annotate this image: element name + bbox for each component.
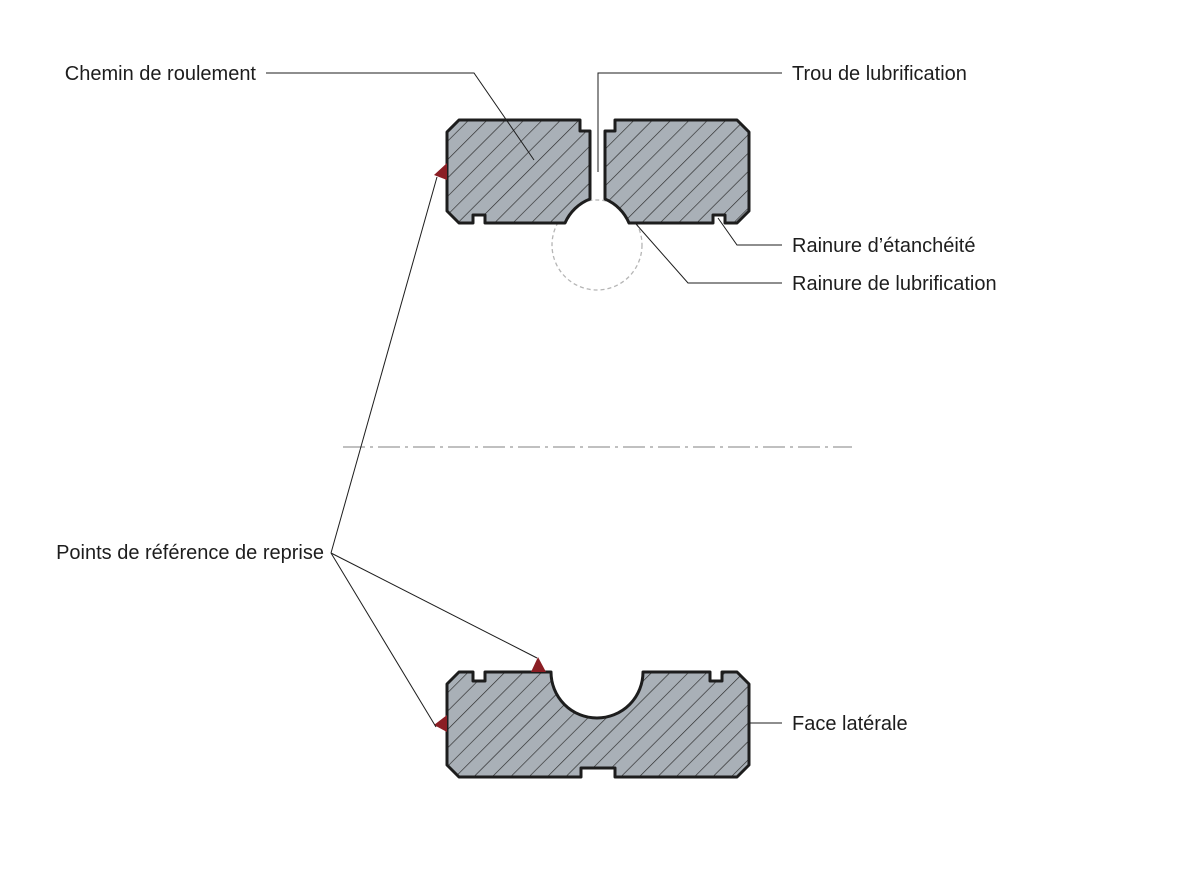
lower-section xyxy=(445,670,751,779)
leader-datum-lower-top xyxy=(330,552,538,659)
upper-section-left-half xyxy=(445,118,592,225)
label-side-face: Face latérale xyxy=(792,713,908,735)
datum-marker-lower-side xyxy=(434,715,447,732)
leader-lube-groove xyxy=(635,223,782,284)
leader-datum-lower-side xyxy=(330,552,437,728)
ball-phantom-outline xyxy=(551,199,643,291)
upper-section-right-half xyxy=(603,118,751,225)
label-seal-groove: Rainure d’étanchéité xyxy=(792,235,975,257)
datum-marker-lower-top xyxy=(531,657,546,672)
label-datum-points: Points de référence de reprise xyxy=(56,542,324,564)
leader-lube-hole xyxy=(597,72,782,172)
label-raceway: Chemin de roulement xyxy=(65,63,257,85)
label-lube-groove: Rainure de lubrification xyxy=(792,273,997,295)
leader-seal-groove xyxy=(717,217,782,246)
label-lube-hole: Trou de lubrification xyxy=(792,63,967,85)
datum-marker-upper-side xyxy=(434,163,447,180)
leader-raceway xyxy=(266,72,535,161)
leader-datum-upper-side xyxy=(330,176,438,554)
